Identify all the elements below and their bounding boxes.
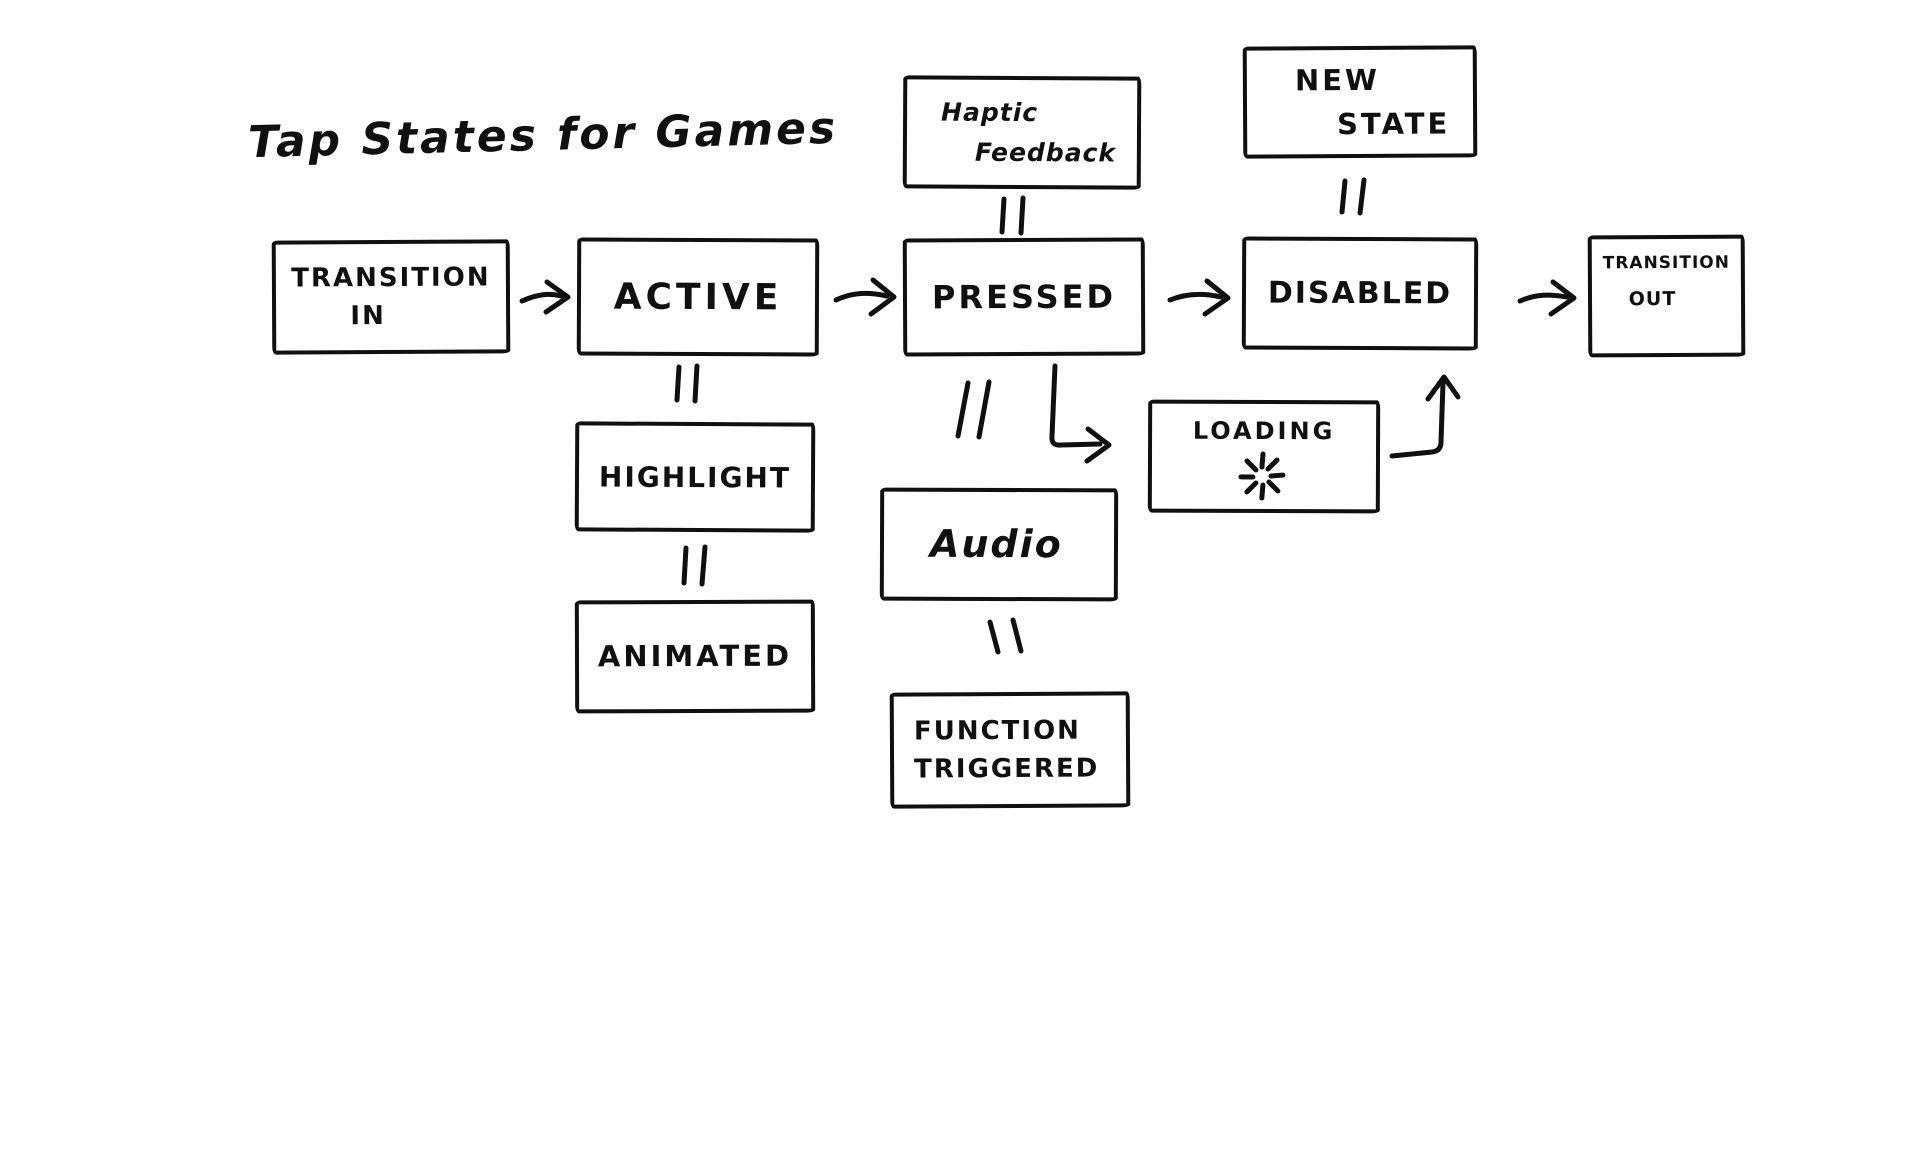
node-transition-out: TRANSITION OUT <box>1587 234 1746 358</box>
arrow-disabled-to-transition-out <box>1517 279 1577 317</box>
node-label: HIGHLIGHT <box>598 459 792 495</box>
node-label-line: TRANSITION <box>291 261 491 294</box>
node-label-line: Feedback <box>974 137 1117 167</box>
node-disabled: DISABLED <box>1241 236 1479 351</box>
arrow-transition-in-to-active <box>519 279 571 315</box>
node-label: Audio <box>929 521 1063 566</box>
node-animated: ANIMATED <box>574 599 816 714</box>
node-pressed: PRESSED <box>902 237 1146 357</box>
elbow-arrow-pressed-to-loading <box>1049 363 1112 464</box>
node-new-state: NEW STATE <box>1242 45 1478 159</box>
node-label-line: TRIGGERED <box>914 753 1100 785</box>
node-transition-in: TRANSITION IN <box>271 239 511 355</box>
node-label-line: FUNCTION <box>913 715 1081 747</box>
node-label-line: OUT <box>1628 288 1677 311</box>
node-audio: Audio <box>879 487 1119 602</box>
node-label: ACTIVE <box>613 276 783 318</box>
elbow-arrow-loading-to-disabled <box>1389 374 1461 459</box>
node-label: PRESSED <box>931 277 1117 317</box>
node-label-line: STATE <box>1337 106 1451 142</box>
node-function-triggered: FUNCTION TRIGGERED <box>889 691 1131 809</box>
arrow-active-to-pressed <box>833 277 897 317</box>
arrow-pressed-to-disabled <box>1167 278 1231 317</box>
equals-connector-pressed-audio <box>955 379 992 440</box>
equals-connector-active-highlight <box>674 363 700 404</box>
node-label: LOADING <box>1192 416 1336 446</box>
node-label-line: TRANSITION <box>1602 252 1731 274</box>
equals-connector-audio-function <box>987 617 1024 655</box>
spinner-icon <box>1238 451 1286 501</box>
equals-connector-newstate-disabled <box>1339 177 1367 216</box>
equals-connector-highlight-animated <box>681 544 708 587</box>
node-haptic-feedback: Haptic Feedback <box>902 75 1142 190</box>
equals-connector-haptic-pressed <box>999 195 1026 236</box>
node-highlight: HIGHLIGHT <box>574 421 816 533</box>
node-label-line: Haptic <box>941 97 1039 128</box>
node-loading: LOADING <box>1147 399 1381 514</box>
node-active: ACTIVE <box>576 237 820 357</box>
node-label-line: NEW <box>1294 62 1381 98</box>
node-label-line: IN <box>350 301 386 332</box>
page-title: Tap States for Games <box>247 102 839 169</box>
node-label: DISABLED <box>1267 275 1453 312</box>
node-label: ANIMATED <box>597 639 793 674</box>
